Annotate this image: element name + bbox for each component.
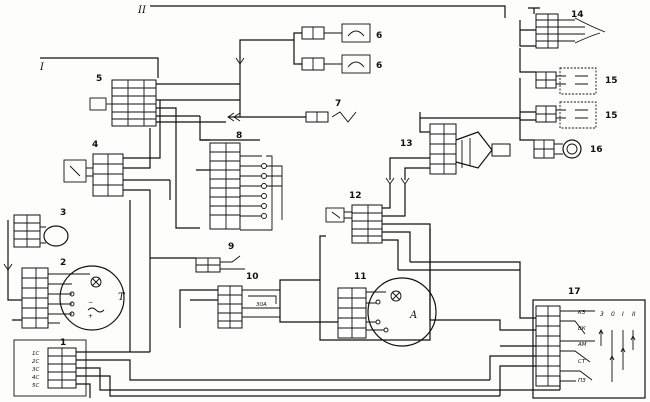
label-15: 15: [605, 76, 618, 86]
block17-frame: [532, 299, 646, 399]
label-9: 9: [228, 242, 234, 252]
plus-sign: +: [88, 313, 93, 320]
wire-12-17: [398, 261, 536, 319]
wire-14-15: [519, 20, 536, 73]
label-13: 13: [400, 139, 413, 149]
label-1: 1: [60, 338, 66, 348]
marker-I: I: [39, 62, 45, 73]
label-12: 12: [349, 191, 362, 201]
label-10: 10: [246, 272, 259, 282]
block-2: T − +: [21, 265, 126, 331]
arrow-7: [227, 112, 241, 122]
label-3: 3: [60, 208, 66, 218]
block-11: A: [337, 277, 437, 347]
b17-label-st: СТ: [578, 359, 586, 365]
block-3: [13, 214, 69, 248]
wire-13-12: [389, 157, 430, 180]
wire-1: [76, 351, 560, 398]
label-2: 2: [60, 258, 66, 268]
marker-II: II: [137, 5, 147, 16]
b17-h1: 0: [611, 311, 615, 318]
block-9: [195, 255, 245, 273]
block-10: 30A: [217, 285, 280, 329]
block10-label: 30A: [256, 302, 267, 308]
block1-term-2: 2C: [32, 359, 39, 365]
block-6a: [301, 23, 371, 43]
block-6b: [301, 54, 371, 74]
b17-h0: 3: [600, 311, 604, 318]
block-15b: [535, 101, 597, 129]
wire-17: [429, 228, 561, 396]
label-17: 17: [568, 287, 581, 297]
label-6: 6: [376, 31, 382, 41]
wire-6: [239, 32, 302, 100]
minus-sign: −: [88, 299, 93, 306]
block-13: [429, 123, 511, 175]
block-8: [209, 142, 283, 231]
block-14: [528, 7, 606, 49]
wire-10: [179, 289, 218, 328]
wire-5: [156, 83, 241, 123]
block1-term-1: 1C: [32, 351, 39, 357]
label-11: 11: [354, 272, 367, 282]
wire-4: [123, 100, 170, 198]
block-17: 3 0 I II КЗ ВК АМ СТ ПЗ: [532, 299, 646, 399]
label-15b: 15: [605, 111, 618, 121]
label-7: 7: [335, 99, 341, 109]
label-4: 4: [92, 140, 98, 150]
block-4: [63, 153, 124, 197]
block1-term-3: 3C: [32, 367, 39, 373]
label-6b: 6: [376, 61, 382, 71]
block-15a: [535, 67, 597, 95]
b17-h3: II: [632, 311, 636, 318]
wire-top-II: [150, 5, 506, 18]
b17-label-pz: ПЗ: [578, 378, 586, 384]
wire-12: [382, 184, 431, 270]
block-1: 1C 2C 3C 4C 5C: [13, 339, 87, 397]
b17-h2: I: [622, 311, 624, 318]
block-12: [325, 204, 383, 244]
wire-2-in: [7, 270, 22, 321]
block1-term-5: 5C: [32, 383, 39, 389]
block1-term-4: 4C: [32, 375, 39, 381]
wire-12-11: [319, 235, 326, 280]
label-8: 8: [236, 131, 242, 141]
b17-label-kz: КЗ: [578, 310, 586, 316]
b17-label-vk: ВК: [578, 326, 587, 332]
block-16: [533, 139, 582, 159]
label-5: 5: [96, 74, 102, 84]
gauge-letter-A: A: [409, 310, 417, 321]
wire-8: [196, 139, 210, 171]
wire-marker-I: [40, 57, 159, 78]
label-16: 16: [590, 145, 603, 155]
label-14: 14: [571, 10, 584, 20]
wire-15-15: [519, 78, 536, 121]
block-5: [89, 79, 157, 127]
wire-13-16: [419, 112, 534, 141]
b17-label-am: АМ: [577, 342, 587, 348]
arrow-6: [235, 57, 245, 65]
block-7: [305, 111, 357, 123]
gauge-letter-T: T: [118, 292, 126, 303]
wire-1-up: [129, 200, 151, 352]
